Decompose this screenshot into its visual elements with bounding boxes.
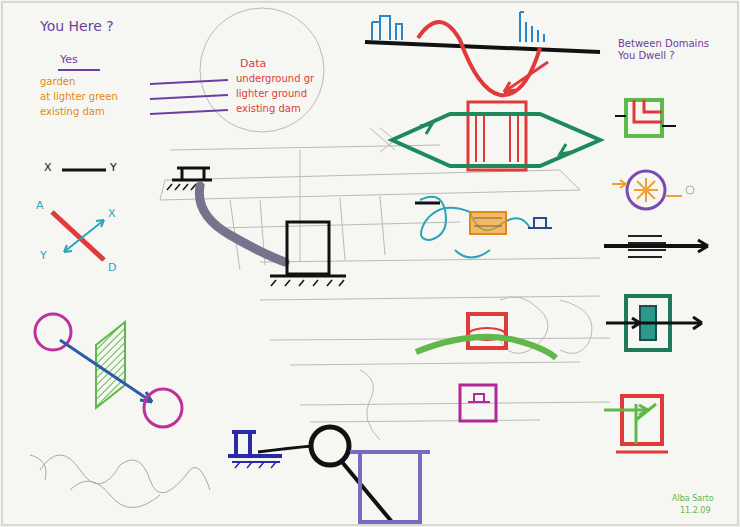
axis-letter: Y	[110, 162, 117, 175]
note-text: underground gr	[236, 73, 314, 85]
date-text: 11.2.09	[680, 506, 711, 515]
sheet-heading: Between Domains You Dwell ?	[618, 38, 718, 61]
note-text: Yes	[60, 54, 78, 67]
note-text: garden	[40, 76, 75, 88]
note-text: existing dam	[236, 103, 301, 115]
note-text: Data	[240, 58, 266, 71]
sheet-heading: You Here ?	[40, 18, 114, 34]
axis-letter: A	[36, 200, 44, 213]
note-text: at lighter green	[40, 91, 118, 103]
axis-letter: X	[44, 162, 52, 175]
note-text: lighter ground	[236, 88, 307, 100]
axis-letter: Y	[40, 250, 47, 263]
axis-letter: X	[108, 208, 116, 221]
note-text: existing dam	[40, 106, 105, 118]
signature: Alba Sarto	[672, 494, 714, 503]
axis-letter: D	[108, 262, 116, 275]
